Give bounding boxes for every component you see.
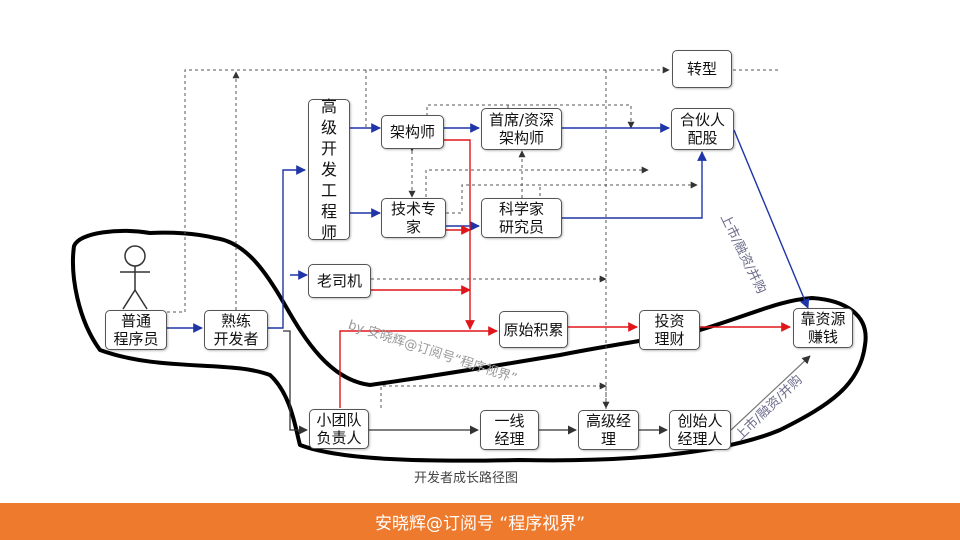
node-team-lead[interactable]: 小团队 负责人 — [309, 409, 369, 449]
red-connectors — [339, 139, 791, 408]
dashed-connectors — [167, 66, 778, 410]
node-architect[interactable]: 架构师 — [381, 115, 444, 149]
node-frontline-mgr[interactable]: 一线 经理 — [480, 410, 539, 450]
node-investment[interactable]: 投资 理财 — [639, 310, 700, 350]
node-founder-mgr[interactable]: 创始人 经理人 — [669, 410, 731, 450]
node-senior-mgr[interactable]: 高级经 理 — [578, 410, 639, 450]
node-skilled-dev[interactable]: 熟练 开发者 — [204, 310, 268, 350]
node-partner[interactable]: 合伙人 配股 — [671, 108, 734, 150]
node-tech-expert[interactable]: 技术专 家 — [381, 198, 446, 238]
footer-text: 安晓辉@订阅号 “程序视界” — [374, 514, 586, 534]
stick-figure-icon — [120, 245, 150, 310]
node-programmer[interactable]: 普通 程序员 — [105, 310, 167, 350]
node-senior-engineer[interactable]: 高 级 开 发 工 程 师 — [308, 97, 350, 242]
diagram-caption: 开发者成长路径图 — [414, 471, 519, 486]
dark-connectors — [283, 330, 668, 435]
node-capital-accum[interactable]: 原始积累 — [499, 311, 568, 348]
node-chief-architect[interactable]: 首席/资深 架构师 — [481, 108, 562, 150]
lower-ipo-connector — [730, 355, 811, 431]
node-scientist[interactable]: 科学家 研究员 — [481, 198, 562, 238]
hand-drawn-outline — [71, 228, 868, 463]
blue-connectors — [167, 123, 810, 333]
node-transform[interactable]: 转型 — [672, 50, 732, 88]
footer-bar: 安晓辉@订阅号 “程序视界” — [0, 503, 960, 540]
node-capital-income[interactable]: 靠资源 赚钱 — [793, 308, 853, 348]
node-veteran-driver[interactable]: 老司机 — [308, 264, 371, 298]
